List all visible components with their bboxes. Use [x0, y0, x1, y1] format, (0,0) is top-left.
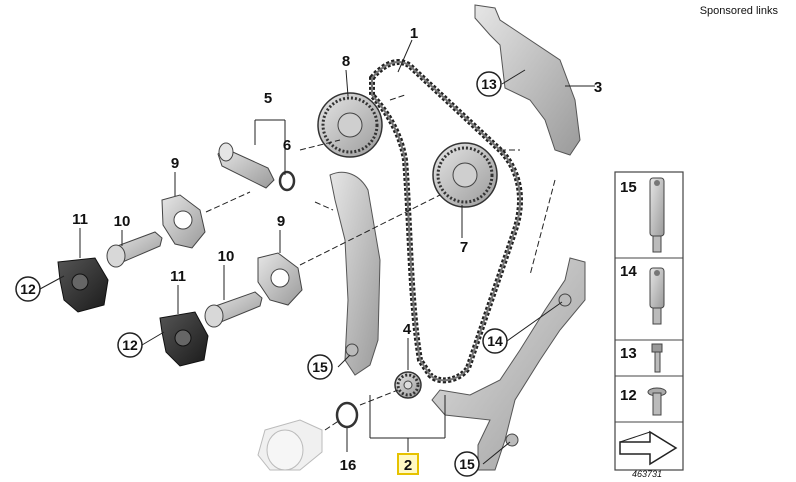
leader-lines	[39, 39, 595, 465]
callout-9-lower: 9	[277, 213, 285, 230]
legend-bolt-14-icon	[649, 267, 665, 325]
callout-labels: 1 2 3 4 5 6 7 8 9 9 10 10 11 11 12 12 13…	[15, 25, 602, 477]
arrow-icon	[619, 430, 678, 466]
callout-15-lower: 15	[459, 456, 475, 472]
callout-7: 7	[460, 239, 468, 256]
camshaft-adjuster-intake	[317, 92, 383, 158]
callout-12-lower: 12	[122, 337, 138, 353]
bolt-10-upper	[106, 231, 163, 268]
solenoid-valve-lower	[159, 311, 209, 367]
callout-16: 16	[340, 457, 357, 474]
camshaft-adjuster-exhaust	[432, 142, 498, 208]
sponsored-links[interactable]: Sponsored links	[699, 5, 778, 17]
callout-11-upper: 11	[72, 211, 88, 228]
legend-label-13: 13	[620, 345, 637, 362]
o-ring-6	[278, 170, 296, 192]
timing-chain	[369, 59, 523, 384]
vibration-damper	[257, 419, 323, 471]
callout-9-upper: 9	[171, 155, 179, 172]
callout-15-upper: 15	[312, 359, 328, 375]
parts-legend: 15 14 13 12 463731	[614, 171, 684, 479]
legend-bolt-15-icon	[649, 177, 665, 253]
callout-12-upper: 12	[20, 281, 36, 297]
legend-label-14: 14	[620, 263, 637, 280]
tensioning-rail	[329, 171, 381, 376]
upper-guide-rail	[474, 4, 581, 156]
callout-6: 6	[283, 137, 291, 154]
callout-1: 1	[410, 25, 418, 42]
callout-8: 8	[342, 53, 350, 70]
callout-13: 13	[481, 76, 497, 92]
callout-5: 5	[264, 90, 272, 107]
sensor-wheel-upper	[161, 194, 206, 249]
diagram-reference-number: 463731	[632, 469, 662, 477]
crankshaft-sprocket	[394, 371, 422, 399]
sensor-wheel-lower	[257, 252, 303, 306]
lower-guide-rail	[431, 257, 586, 471]
callout-10-upper: 10	[114, 213, 131, 230]
callout-4: 4	[403, 321, 412, 338]
central-bolt	[217, 142, 275, 189]
legend-label-15: 15	[620, 179, 637, 196]
legend-bolt-12-icon	[647, 387, 667, 416]
legend-bolt-13-icon	[651, 343, 663, 373]
callout-2: 2	[404, 457, 412, 474]
callout-11-lower: 11	[170, 268, 186, 285]
o-ring-16	[335, 401, 359, 429]
bolt-10-lower	[204, 291, 263, 328]
solenoid-valve-upper	[57, 257, 109, 313]
legend-label-12: 12	[620, 387, 637, 404]
callout-10-lower: 10	[218, 248, 235, 265]
callout-14: 14	[487, 333, 503, 349]
callout-3: 3	[594, 79, 602, 96]
